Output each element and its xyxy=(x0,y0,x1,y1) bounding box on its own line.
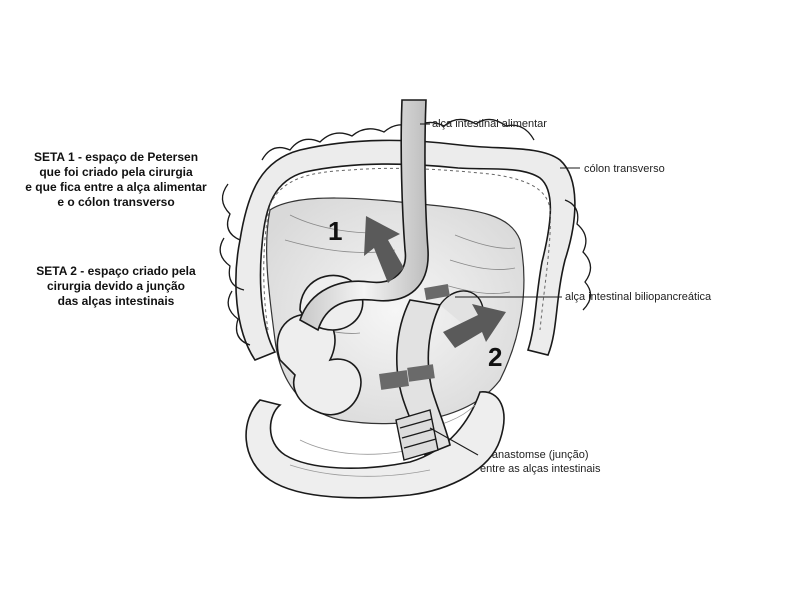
space-markers xyxy=(379,284,450,390)
seta-1-line-1: SETA 1 - espaço de Petersen xyxy=(33,150,199,164)
arrow-number-1: 1 xyxy=(328,216,342,246)
seta-1-line-4: e o cólon transverso xyxy=(57,195,175,209)
alimentary-limb xyxy=(299,99,429,332)
label-alca-biliopancreatica: alça intestinal biliopancreática xyxy=(565,291,712,303)
colon-taenia xyxy=(263,167,551,331)
seta-1-line-3: e que fica entre a alça alimentar xyxy=(25,180,207,194)
transverse-colon xyxy=(235,139,576,361)
callout-leaders xyxy=(420,123,580,456)
arrow-2 xyxy=(443,304,506,348)
seta-1-line-2: que foi criado pela cirurgia xyxy=(39,165,193,179)
arrow-number-2: 2 xyxy=(488,342,502,372)
seta-2-note: SETA 2 - espaço criado pela cirurgia dev… xyxy=(0,264,232,309)
seta-2-line-3: das alças intestinais xyxy=(57,294,175,308)
label-anastomose-line-1: anastomse (junção) xyxy=(491,449,589,461)
arrow-1 xyxy=(364,216,404,283)
label-anastomose-line-2: entre as alças intestinais xyxy=(480,463,601,475)
seta-1-note: SETA 1 - espaço de Petersen que foi cria… xyxy=(0,150,232,210)
anastomosis xyxy=(395,409,439,461)
label-alca-alimentar: alça intestinal alimentar xyxy=(432,118,547,130)
label-colon-transverso: cólon transverso xyxy=(584,163,665,175)
label-anastomose: anastomse (junção) entre as alças intest… xyxy=(480,448,600,476)
colon-haustra xyxy=(219,118,592,346)
seta-2-line-2: cirurgia devido a junção xyxy=(46,279,186,293)
seta-2-line-1: SETA 2 - espaço criado pela xyxy=(36,264,196,278)
